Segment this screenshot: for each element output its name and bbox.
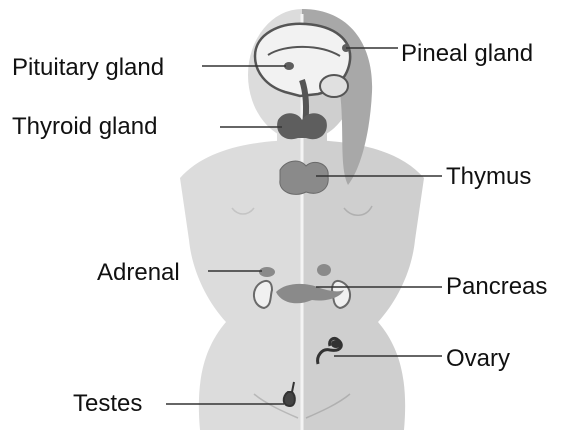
label-pituitary-gland: Pituitary gland	[12, 54, 164, 82]
adrenal-gland-right	[317, 264, 331, 276]
kidney-left	[254, 281, 272, 308]
cerebellum	[320, 75, 348, 97]
thymus	[280, 161, 328, 194]
label-thymus: Thymus	[446, 163, 531, 191]
label-pineal-gland: Pineal gland	[401, 40, 533, 68]
label-ovary: Ovary	[446, 345, 510, 373]
label-thyroid-gland: Thyroid gland	[12, 113, 157, 141]
adrenal-gland-left	[259, 267, 275, 277]
label-testes: Testes	[73, 390, 142, 418]
label-pancreas: Pancreas	[446, 273, 547, 301]
label-adrenal: Adrenal	[97, 259, 180, 287]
